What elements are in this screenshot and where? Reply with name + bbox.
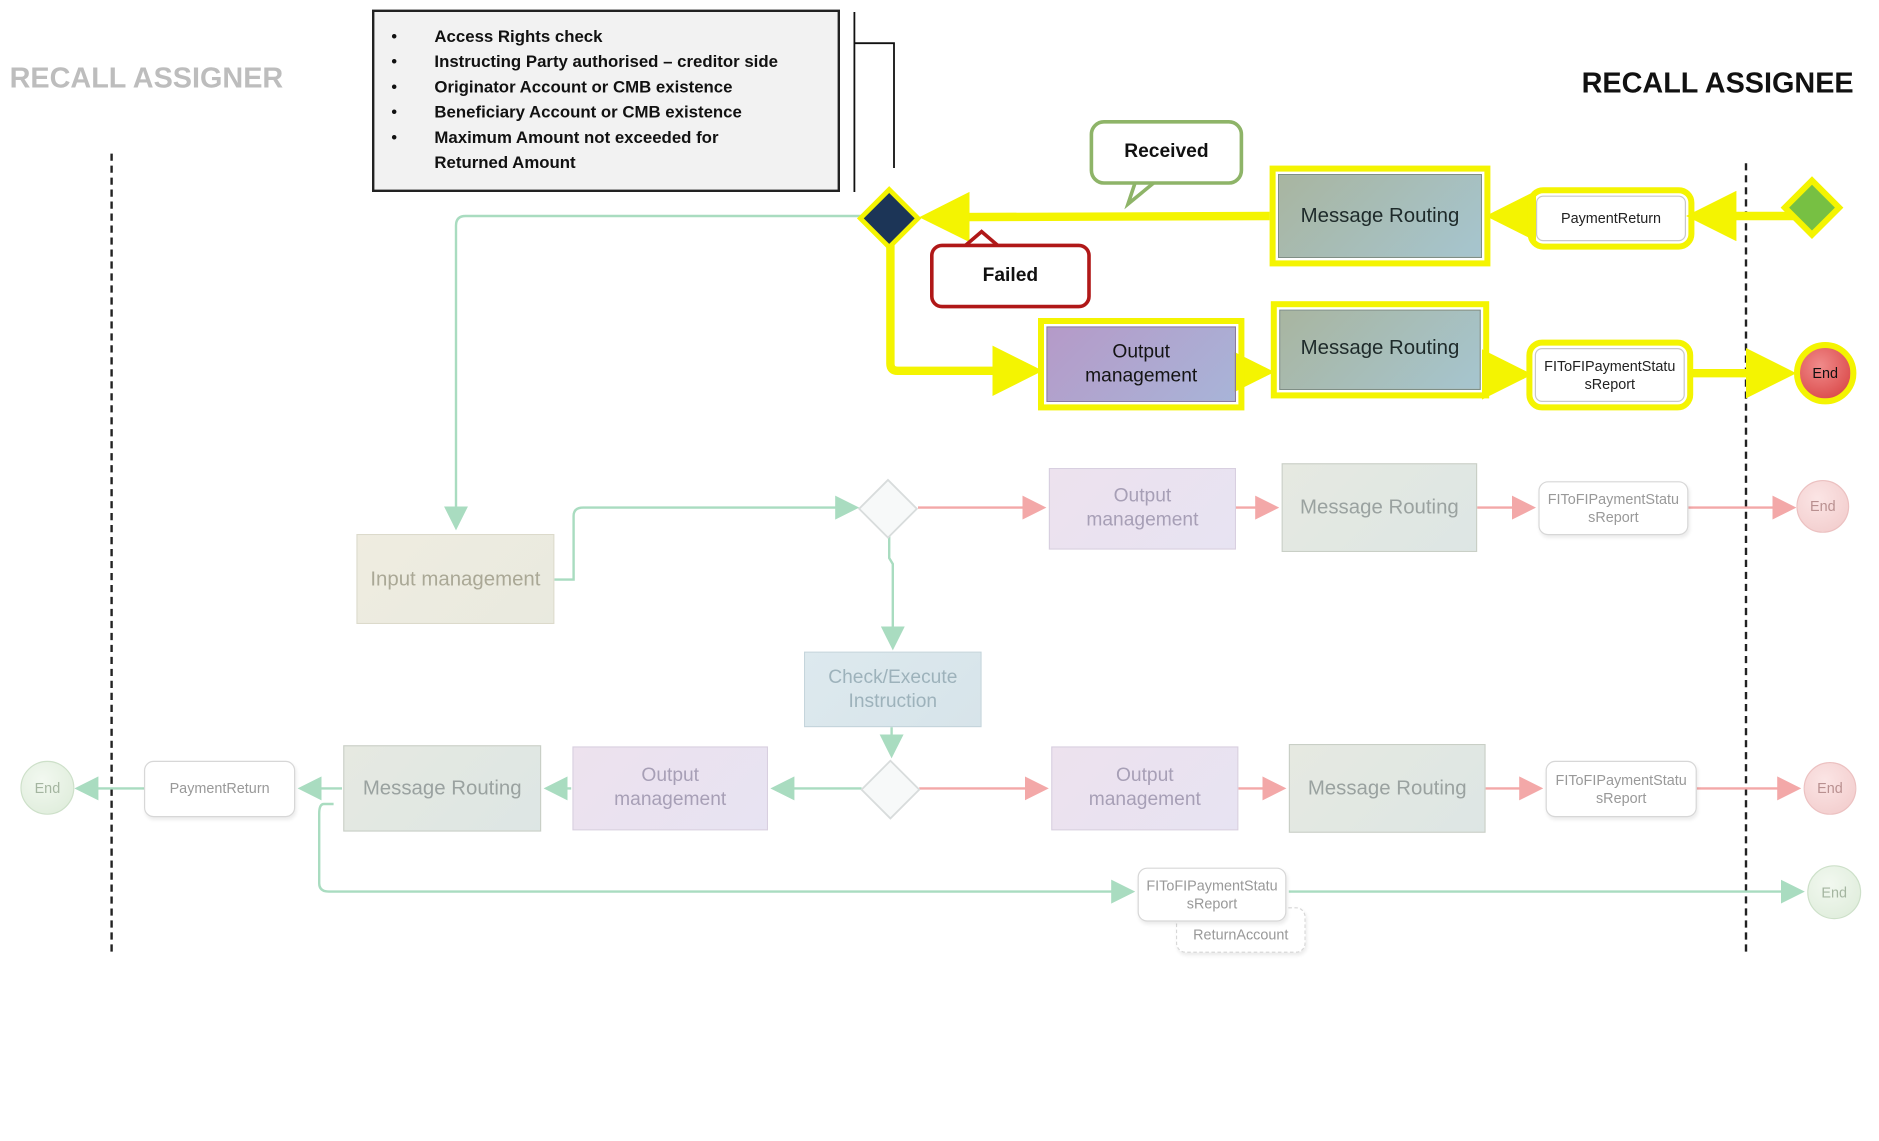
message-routing-row5-left[interactable]: Message Routing: [343, 745, 542, 832]
payment-return-row5[interactable]: PaymentReturn: [144, 760, 296, 818]
checklist-item: Instructing Party authorised – creditor …: [386, 49, 825, 74]
output-management-active[interactable]: Output management: [1038, 318, 1245, 411]
end-event-active[interactable]: End: [1794, 342, 1857, 405]
payment-return-inbound[interactable]: PaymentReturn: [1527, 187, 1695, 250]
gateway-row3-diamond: [857, 478, 919, 539]
end-event-row3[interactable]: End: [1796, 480, 1850, 533]
output-management-row3[interactable]: Output management: [1048, 468, 1236, 550]
end-event-row6[interactable]: End: [1807, 865, 1862, 920]
flow-gateway-to-output-active: [886, 244, 1043, 397]
message-routing-inbound[interactable]: Message Routing: [1269, 165, 1491, 267]
gateway-validation-diamond: [856, 186, 922, 251]
input-management-node[interactable]: Input management: [356, 534, 555, 624]
received-callout: Received: [1089, 120, 1244, 185]
status-report-row3[interactable]: FIToFIPaymentStatusReport: [1538, 481, 1689, 536]
output-management-row5-left[interactable]: Output management: [572, 746, 768, 831]
status-report-row6[interactable]: FIToFIPaymentStatusReport: [1137, 867, 1287, 922]
flow-gateway-to-check: [880, 536, 905, 651]
failed-callout: Failed: [930, 243, 1091, 309]
flow-routing-to-report-bottom: [318, 802, 1136, 904]
gateway-start-diamond: [1780, 176, 1844, 239]
flow-routing-to-gateway: [919, 191, 1270, 243]
flow-input-to-gateway: [554, 495, 860, 581]
checklist-item: Maximum Amount not exceeded for Returned…: [386, 125, 825, 175]
checklist-item: Originator Account or CMB existence: [386, 74, 825, 99]
left-lane-divider: [110, 153, 113, 952]
message-routing-outbound[interactable]: Message Routing: [1270, 301, 1490, 399]
recall-assignee-title: RECALL ASSIGNEE: [1581, 67, 1854, 100]
check-execute-instruction-node[interactable]: Check/Execute Instruction: [804, 651, 982, 728]
checklist-item: Access Rights check: [386, 24, 825, 49]
message-routing-row3[interactable]: Message Routing: [1281, 463, 1478, 552]
checklist-item: Beneficiary Account or CMB existence: [386, 100, 825, 125]
checklist-bracket: [853, 12, 895, 193]
message-routing-row5-right[interactable]: Message Routing: [1288, 744, 1486, 833]
recall-assigner-title: RECALL ASSIGNER: [9, 62, 284, 95]
gateway-row5-diamond: [860, 759, 921, 820]
failed-callout-tail: [963, 229, 1000, 248]
output-management-row5-right[interactable]: Output management: [1051, 746, 1239, 831]
received-callout-tail: [1124, 181, 1156, 210]
validation-checklist: Access Rights check Instructing Party au…: [372, 9, 841, 192]
status-report-row5[interactable]: FIToFIPaymentStatusReport: [1545, 760, 1697, 818]
right-lane-divider: [1744, 163, 1748, 952]
flow-gateway-to-input: [444, 214, 865, 531]
end-event-row5-left[interactable]: End: [20, 760, 75, 815]
status-report-active[interactable]: FIToFIPaymentStatusReport: [1526, 339, 1694, 411]
end-event-row5-right[interactable]: End: [1803, 762, 1857, 815]
